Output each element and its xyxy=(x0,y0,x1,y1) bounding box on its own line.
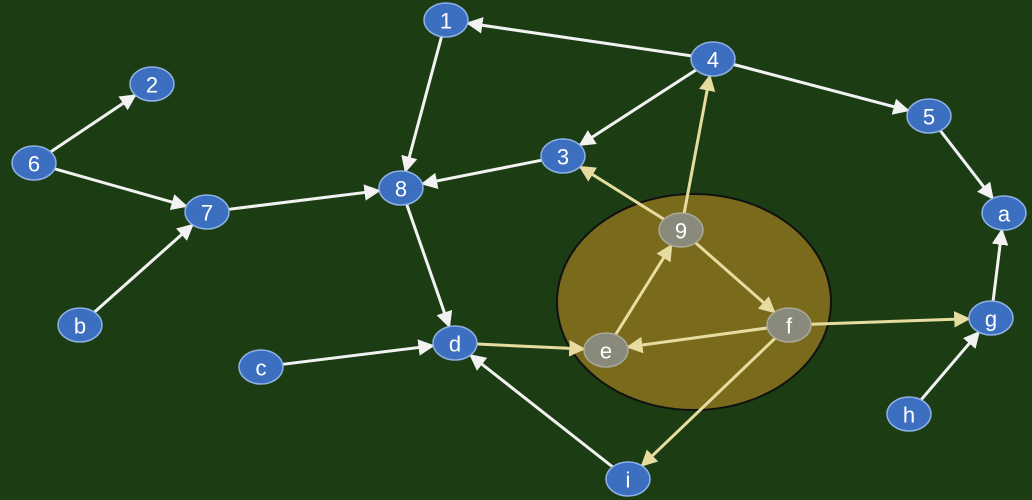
node-3: 3 xyxy=(540,138,586,174)
node-1-label: 1 xyxy=(440,9,452,34)
node-c-shape xyxy=(238,349,284,385)
edge-layer xyxy=(49,17,1009,469)
node-i-label: i xyxy=(626,468,631,493)
edge-1-to-8 xyxy=(401,35,444,173)
node-8-label: 8 xyxy=(395,177,407,202)
node-6-label: 6 xyxy=(28,152,40,177)
node-b-shape xyxy=(57,307,103,343)
node-c-label: c xyxy=(256,356,267,381)
node-f: f xyxy=(766,307,812,343)
node-3-shape xyxy=(540,138,586,174)
edge-5-to-a xyxy=(938,129,995,200)
edge-e-to-9 xyxy=(614,243,673,337)
edge-4-to-3 xyxy=(578,68,698,147)
node-g-label: g xyxy=(985,307,997,332)
node-9-label: 9 xyxy=(675,219,687,244)
node-c: c xyxy=(238,349,284,385)
node-d: d xyxy=(432,325,478,361)
node-8-shape xyxy=(378,170,424,206)
node-b: b xyxy=(57,307,103,343)
edge-6-to-7 xyxy=(53,167,188,211)
node-1: 1 xyxy=(423,2,469,38)
edge-i-to-d xyxy=(468,353,615,469)
node-7: 7 xyxy=(184,194,230,230)
node-h: h xyxy=(886,396,932,432)
edge-f-to-e xyxy=(626,326,769,354)
highlighted-edge-layer xyxy=(475,74,971,468)
node-h-shape xyxy=(886,396,932,432)
node-d-label: d xyxy=(449,332,461,357)
node-f-label: f xyxy=(786,314,793,339)
node-b-label: b xyxy=(74,314,86,339)
node-layer: 1 2 3 4 5 6 7 8 9 a b c d e f g h i xyxy=(11,2,1027,497)
edge-6-to-2 xyxy=(49,93,137,154)
node-5-label: 5 xyxy=(923,105,935,130)
edge-9-to-3 xyxy=(578,165,666,221)
edge-4-to-5 xyxy=(732,62,910,115)
node-6: 6 xyxy=(11,145,57,181)
node-9-shape xyxy=(658,212,704,248)
node-1-shape xyxy=(423,2,469,38)
edge-7-to-8 xyxy=(227,184,381,211)
node-g: g xyxy=(968,300,1014,336)
edge-h-to-g xyxy=(919,330,981,402)
node-i: i xyxy=(605,461,651,497)
node-e: e xyxy=(583,332,629,368)
edge-8-to-d xyxy=(405,202,453,329)
edge-9-to-4 xyxy=(682,74,716,215)
node-4-label: 4 xyxy=(707,48,719,73)
node-a-shape xyxy=(981,195,1027,231)
edge-f-to-g xyxy=(809,311,971,328)
node-4-shape xyxy=(690,41,736,77)
edge-c-to-d xyxy=(281,339,435,366)
node-6-shape xyxy=(11,145,57,181)
edge-3-to-8 xyxy=(420,158,544,190)
edge-g-to-a xyxy=(991,228,1009,303)
node-e-shape xyxy=(583,332,629,368)
node-i-shape xyxy=(605,461,651,497)
node-g-shape xyxy=(968,300,1014,336)
edge-b-to-7 xyxy=(92,223,195,314)
edge-d-to-e xyxy=(475,340,586,357)
edge-f-to-i xyxy=(640,336,777,468)
node-e-label: e xyxy=(600,339,612,364)
node-9: 9 xyxy=(658,212,704,248)
node-d-shape xyxy=(432,325,478,361)
node-h-label: h xyxy=(903,403,915,428)
node-4: 4 xyxy=(690,41,736,77)
node-5-shape xyxy=(906,98,952,134)
node-a-label: a xyxy=(998,202,1011,227)
node-7-shape xyxy=(184,194,230,230)
edge-9-to-f xyxy=(694,241,776,314)
node-2: 2 xyxy=(129,66,175,102)
node-3-label: 3 xyxy=(557,145,569,170)
node-7-label: 7 xyxy=(201,201,213,226)
edge-4-to-1 xyxy=(465,17,693,58)
node-2-shape xyxy=(129,66,175,102)
node-a: a xyxy=(981,195,1027,231)
node-5: 5 xyxy=(906,98,952,134)
node-2-label: 2 xyxy=(146,73,158,98)
node-8: 8 xyxy=(378,170,424,206)
node-f-shape xyxy=(766,307,812,343)
